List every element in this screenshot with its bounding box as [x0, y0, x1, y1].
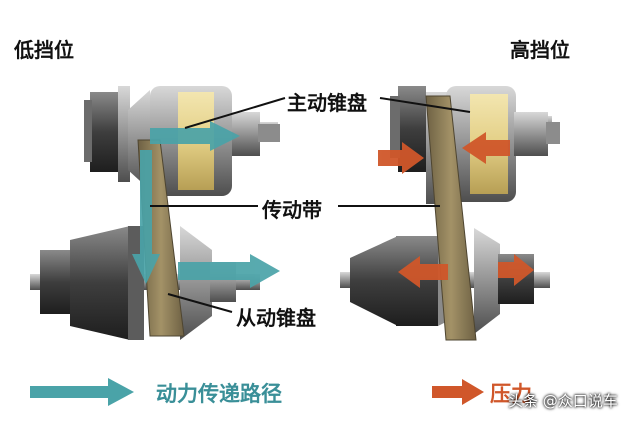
- high-belt-icon: [425, 95, 477, 341]
- belt-label: 传动带: [262, 198, 322, 222]
- low-drive-gear-icon: [84, 86, 130, 182]
- low-power-path-arrows: [132, 121, 280, 288]
- high-gear-label: 高挡位: [510, 38, 570, 62]
- leader-lines: [150, 97, 471, 313]
- drive-pulley-label: 主动锥盘: [287, 91, 367, 115]
- watermark: 头条 @众口说车: [508, 392, 618, 410]
- legend-pressure-label: 压力: [490, 382, 532, 406]
- power-path-legend-arrow-icon: [30, 378, 134, 406]
- legend-power-path-label: 动力传递路径: [156, 382, 282, 406]
- driven-pulley-label: 从动锥盘: [236, 306, 316, 330]
- high-gear-assembly: [340, 86, 560, 341]
- low-driven-pulley-icon: [40, 226, 236, 340]
- low-gear-label: 低挡位: [14, 38, 74, 62]
- pressure-legend-arrow-icon: [432, 379, 484, 405]
- high-pressure-arrows: [378, 132, 534, 288]
- low-gear-assembly: [30, 86, 280, 340]
